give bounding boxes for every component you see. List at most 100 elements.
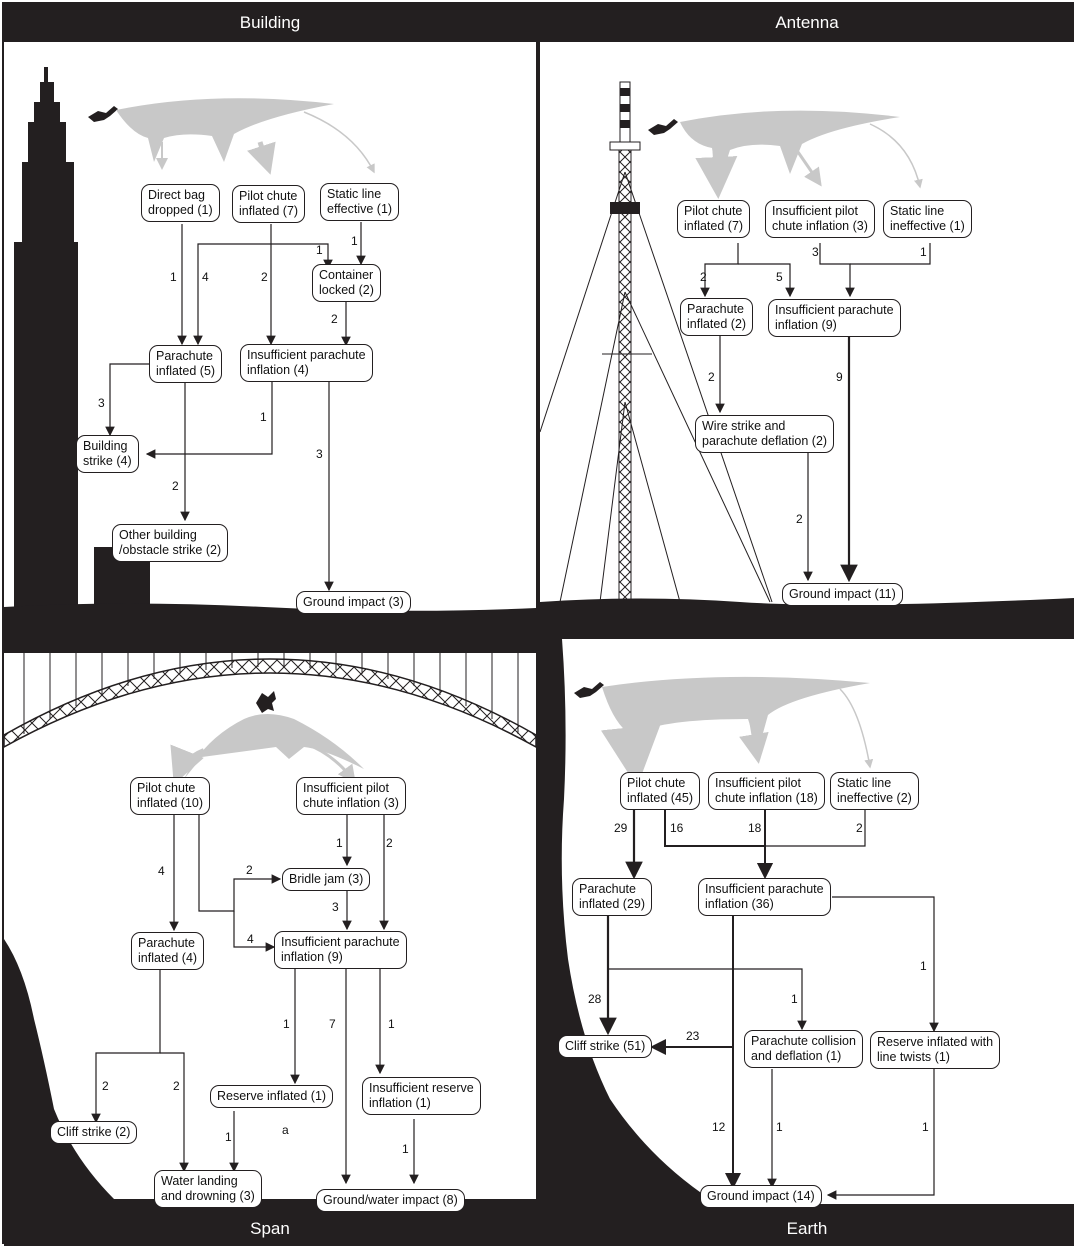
building-graphics (4, 67, 536, 625)
mast-lattice (618, 146, 632, 608)
edge-label: 2 (102, 1079, 109, 1093)
note-a: a (282, 1123, 289, 1137)
node-cliff-strike: Cliff strike (2) (50, 1121, 138, 1144)
edge-label: 2 (386, 836, 393, 850)
node-pilot-chute: Pilot chute inflated (45) (620, 772, 701, 810)
edge-label: 1 (336, 836, 343, 850)
header-antenna: Antenna (540, 4, 1074, 42)
node-ground-water: Ground/water impact (8) (316, 1189, 465, 1212)
edge-label: 5 (776, 270, 783, 284)
node-static-line: Static line effective (1) (320, 183, 400, 221)
edge-label: 1 (316, 243, 323, 257)
edge-label: 2 (856, 821, 863, 835)
node-static-line: Static line ineffective (1) (883, 200, 972, 238)
span-graphics (4, 639, 536, 1212)
bridge-arch (4, 658, 536, 748)
edge-label: 1 (260, 410, 267, 424)
edge-label: 3 (316, 447, 323, 461)
panel-building: Direct bag dropped (1) Pilot chute infla… (4, 42, 536, 625)
edge-label: 1 (283, 1017, 290, 1031)
edge-label: 2 (172, 479, 179, 493)
cliff-left (540, 639, 760, 1212)
edge-label: 16 (670, 821, 684, 835)
node-parachute-inflated: Parachute inflated (2) (680, 298, 754, 336)
node-parachute-inflated: Parachute inflated (4) (131, 932, 205, 970)
node-reserve-inflated: Reserve inflated (1) (210, 1085, 334, 1108)
jumper-icon (256, 691, 276, 713)
skyscraper-silhouette (14, 67, 78, 625)
node-ground-impact: Ground impact (3) (296, 591, 411, 614)
jumper-icon (648, 119, 678, 135)
node-parachute-inflated: Parachute inflated (29) (572, 878, 653, 916)
header-building: Building (4, 4, 536, 42)
edge-label: 2 (331, 312, 338, 326)
ground (4, 603, 536, 625)
jumper-icon (88, 106, 118, 122)
node-building-strike: Building strike (4) (76, 435, 139, 473)
edge-label: 12 (712, 1120, 726, 1134)
edge-label: 4 (202, 270, 209, 284)
node-insufficient-pilot: Insufficient pilot chute inflation (18) (708, 772, 825, 810)
edge-label: 1 (351, 234, 358, 248)
edge-label: 3 (812, 245, 819, 259)
footer-span: Span (4, 1212, 536, 1246)
antenna-graphics (540, 81, 1074, 625)
node-ground-impact: Ground impact (14) (700, 1185, 822, 1208)
footer-earth: Earth (540, 1212, 1074, 1246)
edge-label: 3 (332, 900, 339, 914)
node-insufficient-parachute: Insufficient parachute inflation (9) (768, 299, 901, 337)
edge-label: 1 (225, 1130, 232, 1144)
center-divider-v (536, 4, 540, 1246)
edge-label: 23 (686, 1029, 700, 1043)
node-pilot-chute: Pilot chute inflated (7) (232, 185, 306, 223)
edge-label: 2 (700, 270, 707, 284)
node-insufficient-parachute: Insufficient parachute inflation (36) (698, 878, 831, 916)
edge-label: 9 (836, 370, 843, 384)
node-other-strike: Other building /obstacle strike (2) (112, 524, 229, 562)
node-collision: Parachute collision and deflation (1) (744, 1030, 863, 1068)
edge-label: 4 (247, 932, 254, 946)
edge-label: 1 (791, 992, 798, 1006)
node-container-locked: Container locked (2) (312, 264, 381, 302)
node-insufficient-parachute: Insufficient parachute inflation (9) (274, 931, 407, 969)
edge-label: 2 (796, 512, 803, 526)
edge-label: 1 (388, 1017, 395, 1031)
node-bridle-jam: Bridle jam (3) (282, 868, 371, 891)
panel-earth: Pilot chute inflated (45) Insufficient p… (540, 639, 1074, 1212)
node-insufficient-reserve: Insufficient reserve inflation (1) (362, 1077, 481, 1115)
node-reserve-twists: Reserve inflated with line twists (1) (870, 1031, 1001, 1069)
node-pilot-chute: Pilot chute inflated (7) (677, 200, 751, 238)
edge-label: 1 (922, 1120, 929, 1134)
guy-wires (540, 171, 773, 603)
edge-label: 2 (708, 370, 715, 384)
edge-label: 1 (170, 270, 177, 284)
edge-label: 3 (98, 396, 105, 410)
node-static-line: Static line ineffective (2) (830, 772, 919, 810)
node-pilot-chute: Pilot chute inflated (10) (130, 777, 211, 815)
edge-label: 2 (246, 863, 253, 877)
node-insufficient-pilot: Insufficient pilot chute inflation (3) (765, 200, 875, 238)
bridge-deck (4, 639, 536, 653)
edge-label: 1 (402, 1142, 409, 1156)
edge-label: 1 (776, 1120, 783, 1134)
panel-antenna: Pilot chute inflated (7) Insufficient pi… (540, 42, 1074, 625)
node-water-landing: Water landing and drowning (3) (154, 1170, 262, 1208)
node-insufficient-parachute: Insufficient parachute inflation (4) (240, 344, 373, 382)
node-ground-impact: Ground impact (11) (782, 583, 903, 606)
panel-span: Pilot chute inflated (10) Insufficient p… (4, 639, 536, 1212)
edge-label: 4 (158, 864, 165, 878)
node-wire-strike: Wire strike and parachute deflation (2) (695, 415, 835, 453)
edge-label: 18 (748, 821, 762, 835)
flow-cloud (116, 98, 334, 162)
edge-label: 29 (614, 821, 628, 835)
flow-cloud (602, 676, 870, 771)
flow-cloud (184, 714, 364, 779)
earth-graphics (540, 639, 1074, 1212)
jumper-icon (574, 682, 604, 698)
flow-cloud (680, 110, 900, 187)
edge-label: 1 (920, 959, 927, 973)
edge-label: 2 (261, 270, 268, 284)
ground (540, 598, 1074, 625)
cliff-left (4, 939, 154, 1212)
edge-label: 2 (173, 1079, 180, 1093)
